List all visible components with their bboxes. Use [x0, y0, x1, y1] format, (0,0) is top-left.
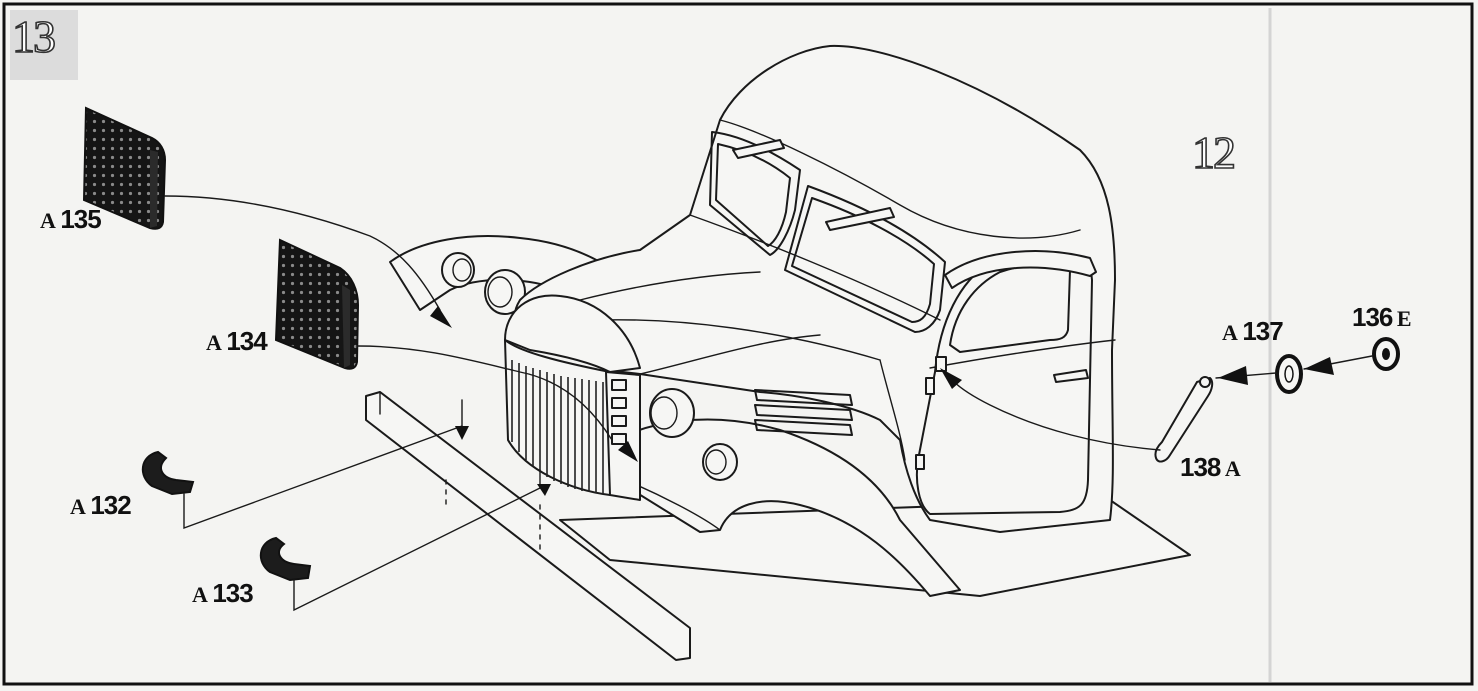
part-label-a135: A 135	[40, 204, 102, 234]
headlights	[441, 252, 738, 481]
assembly-arrowheads	[430, 306, 1334, 496]
part-a133-tow-hook	[260, 536, 312, 582]
part-label-a137: A 137	[1222, 316, 1284, 346]
assembly-leader-lines	[164, 195, 1373, 612]
step-number-box	[10, 10, 78, 80]
part-label-138a: 138 A	[1180, 452, 1241, 482]
truck-cab	[504, 44, 1116, 533]
part-label-a132: A 132	[70, 490, 132, 520]
part-label-a133: A 133	[192, 578, 254, 608]
part-a134-mesh-panel	[274, 238, 360, 370]
part-a137-washer	[1275, 354, 1303, 394]
part-138a-door-handle	[1154, 376, 1214, 463]
next-step-number-label: 12	[1191, 127, 1237, 178]
part-a132-tow-hook	[142, 450, 195, 496]
radiator-grille	[504, 339, 641, 501]
part-label-a134: A 134	[206, 326, 268, 356]
part-a135-mesh-panel	[82, 106, 167, 230]
step-number-label: 13	[11, 11, 57, 62]
part-label-136e: 136 E	[1352, 302, 1412, 332]
part-136e-knob	[1372, 337, 1400, 371]
